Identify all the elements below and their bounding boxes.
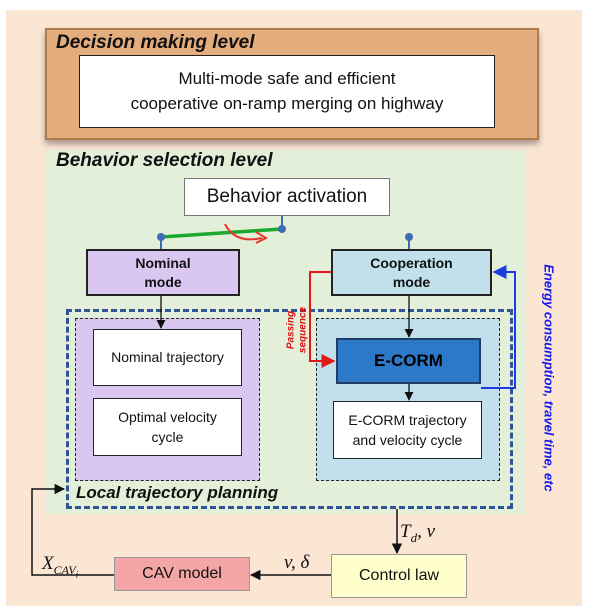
v-delta-label: v, δ [284, 552, 310, 573]
cooperation-mode-line-1: Cooperation [370, 254, 453, 271]
x-cav-label: XCAVi [42, 553, 79, 580]
behavior-level-title: Behavior selection level [56, 150, 273, 171]
passing-line-1: Passing [285, 310, 297, 350]
nominal-mode-box: Nominal mode [86, 249, 240, 296]
nominal-mode-line-2: mode [144, 273, 182, 290]
optimal-velocity-line-2: cycle [151, 429, 184, 445]
cooperation-mode-line-2: mode [392, 273, 431, 290]
behavior-activation-box: Behavior activation [184, 178, 390, 216]
cooperation-mode-box: Cooperation mode [331, 249, 492, 296]
ecorm-box: E-CORM [336, 338, 481, 384]
ecorm-trajectory-line-1: E-CORM trajectory [348, 411, 467, 428]
local-planning-title: Local trajectory planning [76, 483, 279, 502]
merging-objective-line-1: Multi-mode safe and efficient [178, 68, 396, 88]
local-planning-frame [66, 309, 513, 509]
ecorm-trajectory-line-2: and velocity cycle [352, 432, 463, 448]
passing-line-2: sequence [297, 306, 308, 354]
passing-sequence-label: Passing sequence [278, 300, 316, 360]
control-law-box: Control law [331, 554, 467, 598]
nominal-mode-line-1: Nominal [135, 254, 191, 271]
feedback-text: Energy consumption, travel time, etc [541, 264, 557, 492]
cav-model-box: CAV model [114, 557, 250, 591]
merging-objective-box: Multi-mode safe and efficient cooperativ… [79, 55, 495, 128]
feedback-label: Energy consumption, travel time, etc [537, 238, 561, 518]
nominal-trajectory-box: Nominal trajectory [93, 329, 242, 386]
merging-objective-line-2: cooperative on-ramp merging on highway [130, 93, 444, 113]
decision-level-title: Decision making level [56, 32, 255, 53]
optimal-velocity-box: Optimal velocity cycle [93, 398, 242, 456]
td-v-label: Td, v [400, 521, 436, 545]
ecorm-trajectory-box: E-CORM trajectory and velocity cycle [333, 401, 482, 459]
optimal-velocity-line-1: Optimal velocity [118, 408, 217, 425]
